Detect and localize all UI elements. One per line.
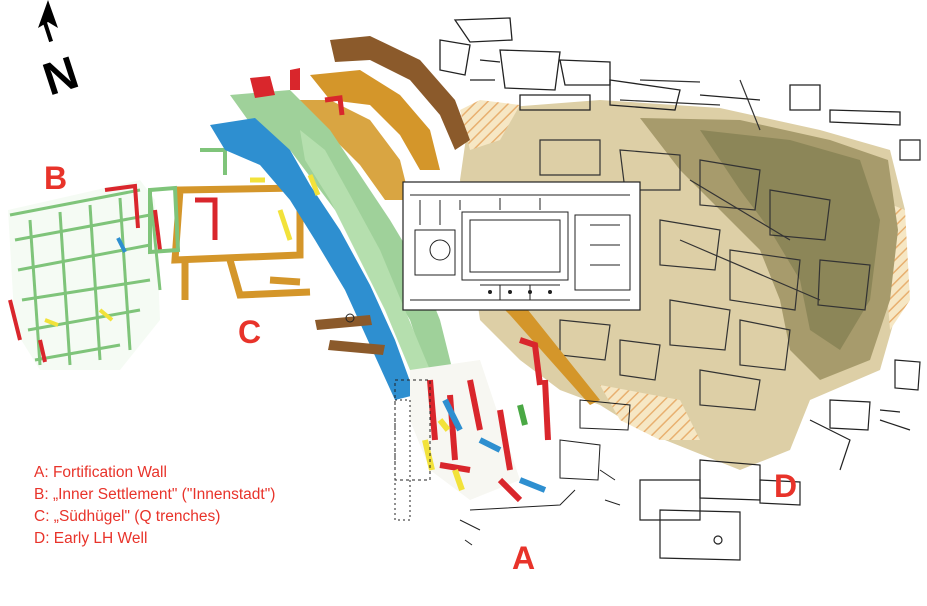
area-label-d: D [774, 468, 798, 504]
area-label-a: A [512, 540, 536, 576]
legend-item-c: C: „Südhügel" (Q trenches) [34, 508, 221, 525]
area-d-structures [639, 459, 801, 561]
area-label-b: B [44, 160, 68, 196]
structure-outlines [539, 79, 871, 411]
north-ruins [439, 17, 901, 126]
area-label-c: C [238, 314, 262, 350]
central-excavation-plan [402, 181, 641, 311]
legend: A: Fortification Wall B: „Inner Settleme… [34, 462, 275, 550]
east-ruins [809, 139, 921, 471]
legend-item-d: D: Early LH Well [34, 530, 148, 547]
north-arrow-icon: N [37, 0, 85, 105]
north-letter: N [37, 46, 85, 100]
legend-item-b: B: „Inner Settlement" ("Innenstadt") [34, 486, 276, 503]
legend-item-a: A: Fortification Wall [34, 464, 167, 481]
area-b-settlement [8, 180, 162, 370]
ochre-buildings [171, 184, 311, 300]
scattered-ruins [345, 313, 621, 546]
area-a-structures [394, 337, 631, 511]
north-arrow: N [28, 0, 88, 105]
fortification-wall [210, 36, 600, 425]
